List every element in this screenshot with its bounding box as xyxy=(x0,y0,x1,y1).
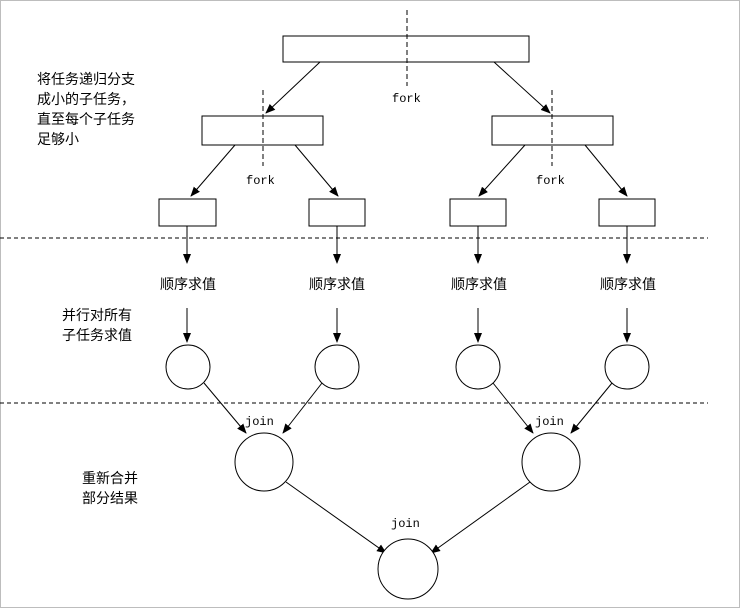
right-fork-label: fork xyxy=(536,174,565,188)
join-label-final: join xyxy=(391,517,420,531)
partial-result-node-2 xyxy=(314,344,360,390)
arrow-result-1-to-join-left xyxy=(203,382,247,434)
arrow-result-4-to-join-right xyxy=(570,382,613,434)
final-result-node xyxy=(377,538,439,600)
arrow-right-to-leaf-3 xyxy=(478,144,526,197)
left-fork-label: fork xyxy=(246,174,275,188)
arrow-result-2-to-join-left xyxy=(282,382,323,434)
arrow-join-right-to-final xyxy=(430,481,531,554)
split-annotation-line-4: 足够小 xyxy=(37,132,79,148)
merge-annotation-line-2: 部分结果 xyxy=(82,491,138,507)
arrow-left-to-leaf-1 xyxy=(190,144,236,197)
split-annotation-line-2: 成小的子任务， xyxy=(37,92,135,108)
leaf-task-box-2 xyxy=(308,198,366,227)
joined-result-node-left xyxy=(234,432,294,492)
partial-result-node-4 xyxy=(604,344,650,390)
parallel-annotation-line-1: 并行对所有 xyxy=(62,308,132,324)
leaf-task-box-4 xyxy=(598,198,656,227)
root-task-box xyxy=(282,35,530,63)
arrow-result-3-to-join-right xyxy=(492,382,534,434)
root-fork-label: fork xyxy=(392,92,421,106)
split-annotation-line-3: 直至每个子任务 xyxy=(37,111,135,128)
partial-result-node-1 xyxy=(165,344,211,390)
partial-result-node-3 xyxy=(455,344,501,390)
arrow-join-left-to-final xyxy=(285,481,387,554)
arrow-root-to-right xyxy=(493,61,551,114)
sequential-eval-label-4: 顺序求值 xyxy=(600,277,656,293)
leaf-task-box-1 xyxy=(158,198,217,227)
split-annotation-line-1: 将任务递归分支 xyxy=(37,71,135,88)
parallel-annotation-line-2: 子任务求值 xyxy=(62,328,132,344)
leaf-task-box-3 xyxy=(449,198,507,227)
arrow-right-to-leaf-4 xyxy=(584,144,628,197)
arrow-left-to-leaf-2 xyxy=(294,144,339,197)
joined-result-node-right xyxy=(521,432,581,492)
sequential-eval-label-2: 顺序求值 xyxy=(309,277,365,293)
sequential-eval-label-1: 顺序求值 xyxy=(160,277,216,293)
merge-annotation-line-1: 重新合并 xyxy=(82,471,138,487)
join-label-right: join xyxy=(535,415,564,429)
arrow-root-to-left xyxy=(265,61,321,114)
join-label-left: join xyxy=(245,415,274,429)
sequential-eval-label-3: 顺序求值 xyxy=(451,277,507,293)
